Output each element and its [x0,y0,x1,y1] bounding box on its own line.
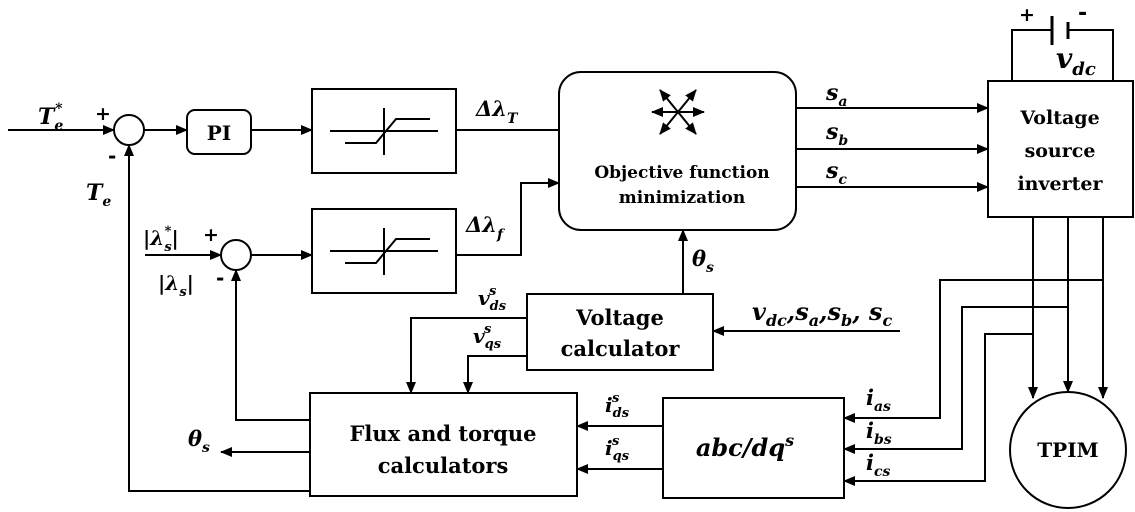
wire-ics-sense [843,333,1033,486]
flux-torque-label-line2: calculators [378,453,509,478]
objective-label-line1: Objective function [594,163,769,183]
ibs-label: ibs [866,418,892,448]
wire-vds [406,317,527,394]
flux-torque-label-line1: Flux and torque [350,421,537,446]
sum2-minus-sign: - [216,266,224,290]
ias-label: ias [866,385,891,415]
vdc-battery-label: vdc [1056,42,1096,80]
battery-minus-sign: - [1078,1,1087,26]
tpim-label: TPIM [1037,438,1098,462]
wire-dlambda-f [456,178,560,256]
optimization-arrows-icon [651,89,705,135]
ics-label: ics [866,450,891,480]
sum2-plus-sign: + [203,224,219,246]
dc-battery-icon [1011,16,1114,81]
wire-ibs-sense [843,306,1068,454]
vqs-label: vqss [473,322,502,352]
sa-label: sa [825,80,847,110]
abc-dq-label: abc/dqs [696,431,794,462]
pi-controller-label: PI [207,121,231,145]
te-ref-label: Te* [38,101,63,134]
voltage-calculator-block [526,293,714,371]
sb-label: sb [825,119,848,149]
voltage-calc-label-line2: calculator [561,336,681,361]
te-label: Te [86,180,111,210]
iqs-label: iqss [605,434,630,464]
summing-junction-flux [220,239,252,271]
battery-plus-sign: + [1019,4,1035,26]
flux-hysteresis-icon [330,228,438,275]
flux-torque-calculator-block [309,392,578,497]
theta-out-label: θs [188,426,210,456]
wire-ias-sense [843,279,1103,423]
torque-hysteresis-icon [330,108,438,155]
objective-function-block [558,71,797,231]
sum1-minus-sign: - [108,144,116,168]
vsi-label-line1: Voltage [1019,107,1099,129]
theta-s-label: θs [692,246,714,276]
summing-junction-torque [113,114,145,146]
vds-label: vdss [478,284,507,314]
sc-label: sc [825,158,847,188]
voltage-calc-label-line1: Voltage [575,305,664,330]
lambda-label: |λs| [158,271,194,300]
ids-label: idss [605,391,630,421]
lambda-ref-label: |λs*| [143,224,179,255]
voltage-source-inverter-block [987,80,1134,218]
vsi-label-line2: source [1025,140,1096,162]
delta-lambda-f-label: Δλf [465,212,506,243]
objective-label-line2: minimization [619,188,745,208]
vcalc-inputs-label: vdc,sa,sb, sc [752,297,892,330]
sum1-plus-sign: + [95,103,111,125]
delta-lambda-t-label: ΔλT [475,96,519,127]
wire-torque-feedback [124,144,310,492]
vsi-label-line3: inverter [1017,173,1103,195]
wire-flux-feedback [231,269,310,421]
abc-dq-transform-block [662,397,845,499]
wire-vqs [463,355,527,394]
